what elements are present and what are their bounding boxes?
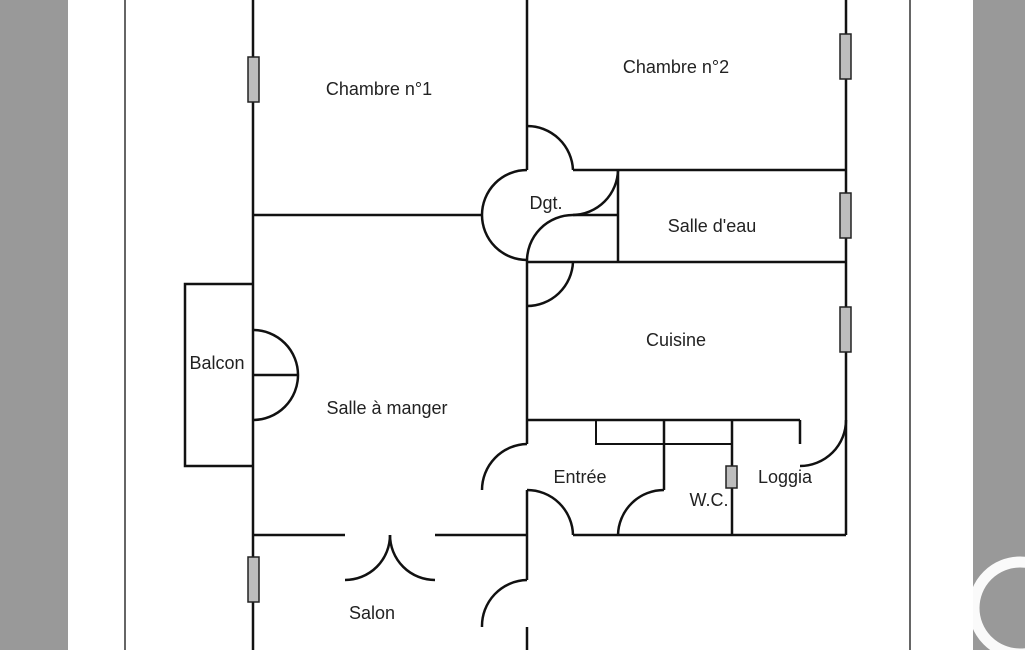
floor-plan-page: Chambre n°1 Chambre n°2 Dgt. Salle d'eau… <box>68 0 973 650</box>
room-label-loggia: Loggia <box>758 467 813 487</box>
interior-walls <box>252 0 846 650</box>
room-label-dgt: Dgt. <box>529 193 562 213</box>
window-cuisine <box>839 306 852 353</box>
room-label-chambre2: Chambre n°2 <box>623 57 729 77</box>
room-label-salle-eau: Salle d'eau <box>668 216 757 236</box>
door-swings <box>252 124 848 628</box>
room-label-entree: Entrée <box>553 467 606 487</box>
window-wc <box>725 465 738 489</box>
window-salle-eau <box>839 192 852 239</box>
window-chambre2 <box>839 33 852 80</box>
room-label-salon: Salon <box>349 603 395 623</box>
room-label-wc: W.C. <box>690 490 729 510</box>
room-label-balcon: Balcon <box>189 353 244 373</box>
exterior-walls <box>183 0 848 650</box>
room-label-cuisine: Cuisine <box>646 330 706 350</box>
window-chambre1 <box>247 56 260 103</box>
window-salon <box>247 556 260 603</box>
windows <box>247 33 852 603</box>
circle-watermark-icon <box>968 556 1025 650</box>
room-label-salle-a-manger: Salle à manger <box>326 398 447 418</box>
floor-plan: Chambre n°1 Chambre n°2 Dgt. Salle d'eau… <box>124 0 911 650</box>
room-label-chambre1: Chambre n°1 <box>326 79 432 99</box>
